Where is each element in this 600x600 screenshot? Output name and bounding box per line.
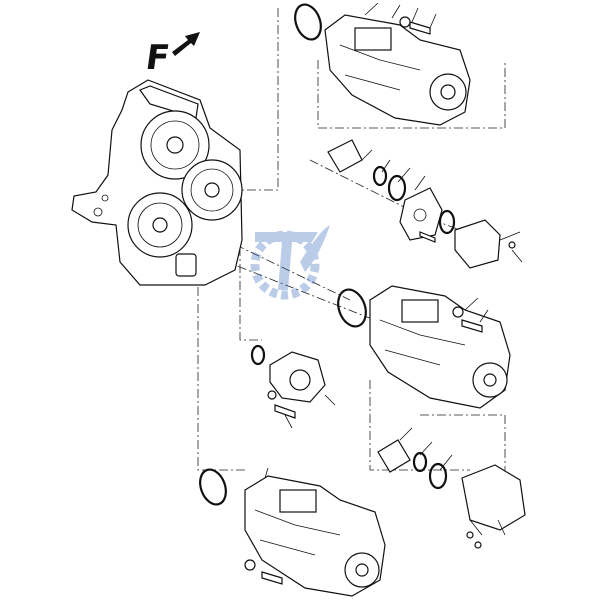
couplings bbox=[327, 139, 411, 473]
gearbox-housing bbox=[71, 79, 243, 286]
pump-assembly-middle bbox=[369, 285, 511, 409]
watermark-logo bbox=[250, 225, 330, 300]
solenoid-valve bbox=[454, 219, 526, 531]
forward-arrow-icon bbox=[172, 32, 200, 56]
pump-assembly-bottom bbox=[244, 475, 386, 597]
pump-assembly-top bbox=[324, 14, 471, 126]
bolts bbox=[244, 16, 516, 585]
gear-pump bbox=[269, 351, 326, 403]
flange-plate bbox=[399, 187, 443, 241]
o-rings bbox=[199, 3, 456, 506]
callout-lines bbox=[264, 2, 523, 536]
